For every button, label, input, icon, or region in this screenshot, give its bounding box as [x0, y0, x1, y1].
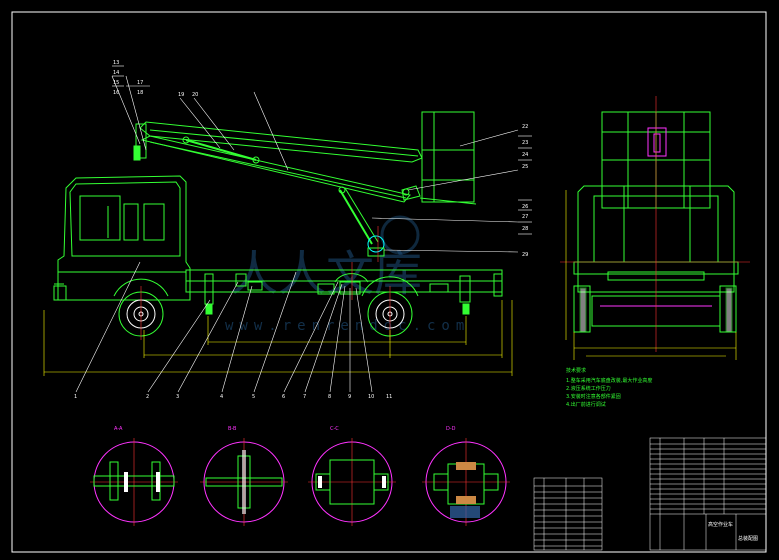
section-d-d: D-D: [422, 426, 510, 526]
section-label-c: C-C: [330, 426, 339, 432]
section-c-c: C-C: [308, 426, 396, 526]
section-a-a: A-A: [90, 426, 178, 526]
section-label-b: B-B: [228, 426, 237, 432]
callout-5: 5: [252, 394, 255, 400]
title-block-name: 高空作业车: [708, 521, 733, 528]
section-b-b: B-B: [200, 426, 288, 526]
callouts-right: 22 23 24 25 26 27 28 29: [522, 124, 528, 258]
section-label-a: A-A: [114, 426, 123, 432]
truck-cab: [57, 175, 191, 301]
section-views: A-A B-B C-C: [90, 426, 510, 526]
lower-boom: [139, 121, 423, 163]
callout-17: 17: [137, 80, 143, 86]
title-block: 高空作业车 总装配图: [708, 521, 758, 542]
parts-rows-right: [650, 443, 766, 510]
callout-8: 8: [328, 394, 331, 400]
parts-list: [533, 437, 767, 551]
callout-1: 1: [74, 394, 77, 400]
drawing-border: [11, 11, 767, 553]
callout-2: 2: [146, 394, 149, 400]
side-view-dimensions: [43, 300, 513, 376]
upper-boom: [140, 135, 411, 203]
note-line-1: 1.整车采用汽车底盘改装,最大作业高度: [566, 377, 652, 384]
watermark-url: www.renrendoc.com: [225, 318, 470, 334]
callout-23: 23: [522, 140, 528, 146]
callout-28: 28: [522, 226, 528, 232]
callout-26: 26: [522, 204, 528, 210]
title-block-drawing: 总装配图: [738, 535, 758, 542]
callout-4: 4: [220, 394, 223, 400]
callout-6: 6: [282, 394, 285, 400]
callout-20: 20: [192, 92, 198, 98]
callout-22: 22: [522, 124, 528, 130]
note-line-4: 4.出厂前进行调试: [566, 401, 606, 408]
turntable: [334, 273, 369, 283]
callout-15: 15: [113, 80, 119, 86]
notes-title: 技术要求: [566, 367, 586, 374]
note-line-2: 2.液压系统工作压力: [566, 385, 611, 392]
note-line-3: 3.安装时注意各部件紧固: [566, 393, 621, 400]
work-basket: [421, 111, 475, 203]
callout-27: 27: [522, 214, 528, 220]
callout-10: 10: [368, 394, 374, 400]
callout-7: 7: [303, 394, 306, 400]
section-label-d: D-D: [446, 426, 456, 432]
side-view: [53, 111, 503, 337]
callout-16: 16: [113, 90, 119, 96]
callouts-bottom: 1 2 3 4 5 6 7 8 9 10 11: [74, 394, 392, 400]
callout-9: 9: [348, 394, 351, 400]
callout-19: 19: [178, 92, 184, 98]
tech-notes: 技术要求 1.整车采用汽车底盘改装,最大作业高度 2.液压系统工作压力 3.安装…: [566, 367, 652, 408]
rear-view-centerline: [560, 96, 750, 352]
callout-14: 14: [113, 70, 119, 76]
callout-29: 29: [522, 252, 528, 258]
watermark: 人人文库 www.renrendoc.com: [225, 215, 470, 334]
callout-11: 11: [386, 394, 392, 400]
rear-view-dimensions: [565, 190, 737, 360]
leaders: [75, 65, 532, 393]
callouts-top-mid: 19 20: [178, 92, 198, 98]
callout-3: 3: [176, 394, 179, 400]
callout-24: 24: [522, 152, 528, 158]
rear-cab: [577, 185, 735, 293]
callout-25: 25: [522, 164, 528, 170]
callout-13: 13: [113, 60, 119, 66]
callout-18: 18: [137, 90, 143, 96]
callouts-top-left: 13 14 15 16 17 18: [113, 60, 143, 96]
parts-rows-left: [534, 485, 602, 547]
cab-window: [79, 195, 121, 241]
